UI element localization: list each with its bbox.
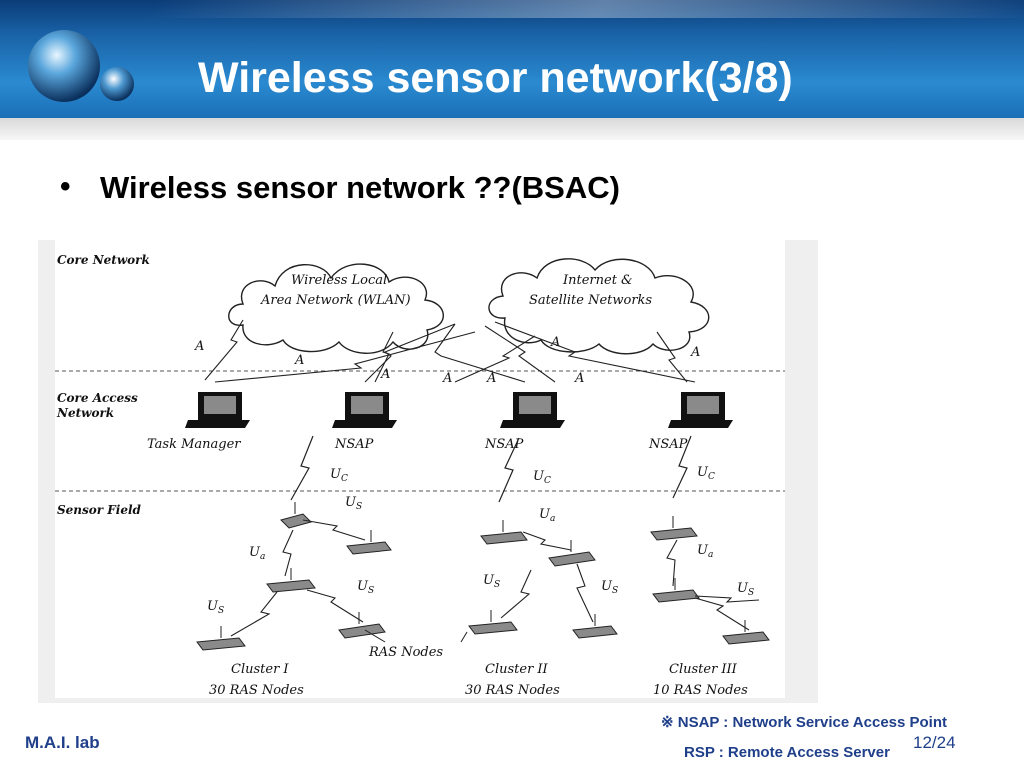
us-label-6: US — [737, 581, 754, 598]
computer-nsap-1: NSAP — [332, 392, 397, 452]
cluster-2-nodes: 30 RAS Nodes — [465, 683, 560, 698]
computer-task-manager: Task Manager — [147, 392, 250, 452]
link-label-a-7: A — [574, 371, 584, 386]
cluster-3-name: Cluster III — [669, 662, 738, 677]
uc-label-2: UC — [533, 469, 551, 486]
ras-node — [650, 516, 698, 541]
computer-nsap-3: NSAP — [648, 392, 733, 452]
layer-label-core-access: Core Access — [57, 391, 138, 405]
ua-label-1: Ua — [249, 545, 265, 562]
globe-logo-icon — [28, 30, 134, 102]
bullet-marker: • — [60, 170, 71, 203]
cloud-internet-line1: Internet & — [562, 273, 633, 288]
ras-nodes — [196, 502, 770, 651]
uc-label-3: UC — [697, 465, 715, 482]
slide-title: Wireless sensor network(3/8) — [198, 54, 793, 102]
ras-node — [652, 578, 700, 603]
link-label-a-8: A — [690, 345, 700, 360]
core-link-labels: A A A A A A A A — [194, 335, 700, 386]
link-label-a-1: A — [194, 339, 204, 354]
ua-label-2: Ua — [539, 507, 555, 524]
uc-labels: UC UC UC — [330, 465, 715, 486]
computer-label-nsap-1: NSAP — [334, 437, 374, 452]
ras-node — [346, 530, 392, 555]
layer-label-network: Network — [56, 406, 114, 420]
bsac-network-diagram: Core Network Core Access Network Sensor … — [55, 240, 785, 698]
us-label-5: US — [601, 579, 618, 596]
cluster-3-nodes: 10 RAS Nodes — [653, 683, 748, 698]
cluster-1-nodes: 30 RAS Nodes — [209, 683, 304, 698]
us-label-1: US — [345, 495, 362, 512]
computer-nsap-2: NSAP — [484, 392, 565, 452]
page-number: 12/24 — [913, 733, 956, 752]
ras-node — [266, 568, 316, 593]
us-label-2: US — [357, 579, 374, 596]
link-label-a-4: A — [442, 371, 452, 386]
cluster-1-name: Cluster I — [231, 662, 289, 677]
sensor-link-labels: US Ua US US Ua US US Ua US — [207, 495, 754, 616]
cloud-internet: Internet & Satellite Networks — [488, 258, 710, 355]
ras-nodes-label: RAS Nodes — [368, 645, 443, 660]
uc-links — [290, 435, 692, 503]
sensor-links — [230, 519, 760, 637]
uc-label-1: UC — [330, 467, 348, 484]
computer-label-nsap-2: NSAP — [484, 437, 524, 452]
link-label-a-2: A — [294, 353, 304, 368]
us-label-4: US — [483, 573, 500, 590]
header-shine — [144, 0, 1024, 18]
link-label-a-3: A — [380, 367, 390, 382]
link-label-a-6: A — [550, 335, 560, 350]
header-stripe — [0, 118, 1024, 140]
cluster-2-name: Cluster II — [485, 662, 549, 677]
cloud-internet-line2: Satellite Networks — [529, 293, 652, 308]
footer-lab-name: M.A.I. lab — [25, 733, 100, 752]
core-links — [204, 319, 696, 383]
footnote-rsp: RSP : Remote Access Server — [684, 744, 890, 761]
ras-node — [722, 620, 770, 645]
ras-node — [468, 610, 518, 635]
cloud-wlan-line1: Wireless Local — [291, 273, 387, 288]
computer-label-task-manager: Task Manager — [147, 437, 241, 452]
cloud-wlan: Wireless Local Area Network (WLAN) — [228, 263, 444, 354]
ras-node — [338, 612, 386, 639]
layer-label-sensor-field: Sensor Field — [57, 503, 142, 517]
cloud-wlan-line2: Area Network (WLAN) — [260, 293, 411, 308]
ua-label-3: Ua — [697, 543, 713, 560]
bullet-text: Wireless sensor network ??(BSAC) — [100, 170, 620, 205]
ras-node — [196, 626, 246, 651]
link-label-a-5: A — [486, 371, 496, 386]
footnote-nsap: ※ NSAP : Network Service Access Point — [661, 714, 948, 731]
ras-node — [480, 520, 528, 545]
slide-header: Wireless sensor network(3/8) — [0, 0, 1024, 118]
computer-label-nsap-3: NSAP — [648, 437, 688, 452]
ras-node — [280, 502, 312, 529]
us-label-3: US — [207, 599, 224, 616]
ras-nodes-callout — [364, 629, 468, 643]
ras-node — [572, 614, 618, 639]
layer-label-core-network: Core Network — [57, 253, 150, 267]
